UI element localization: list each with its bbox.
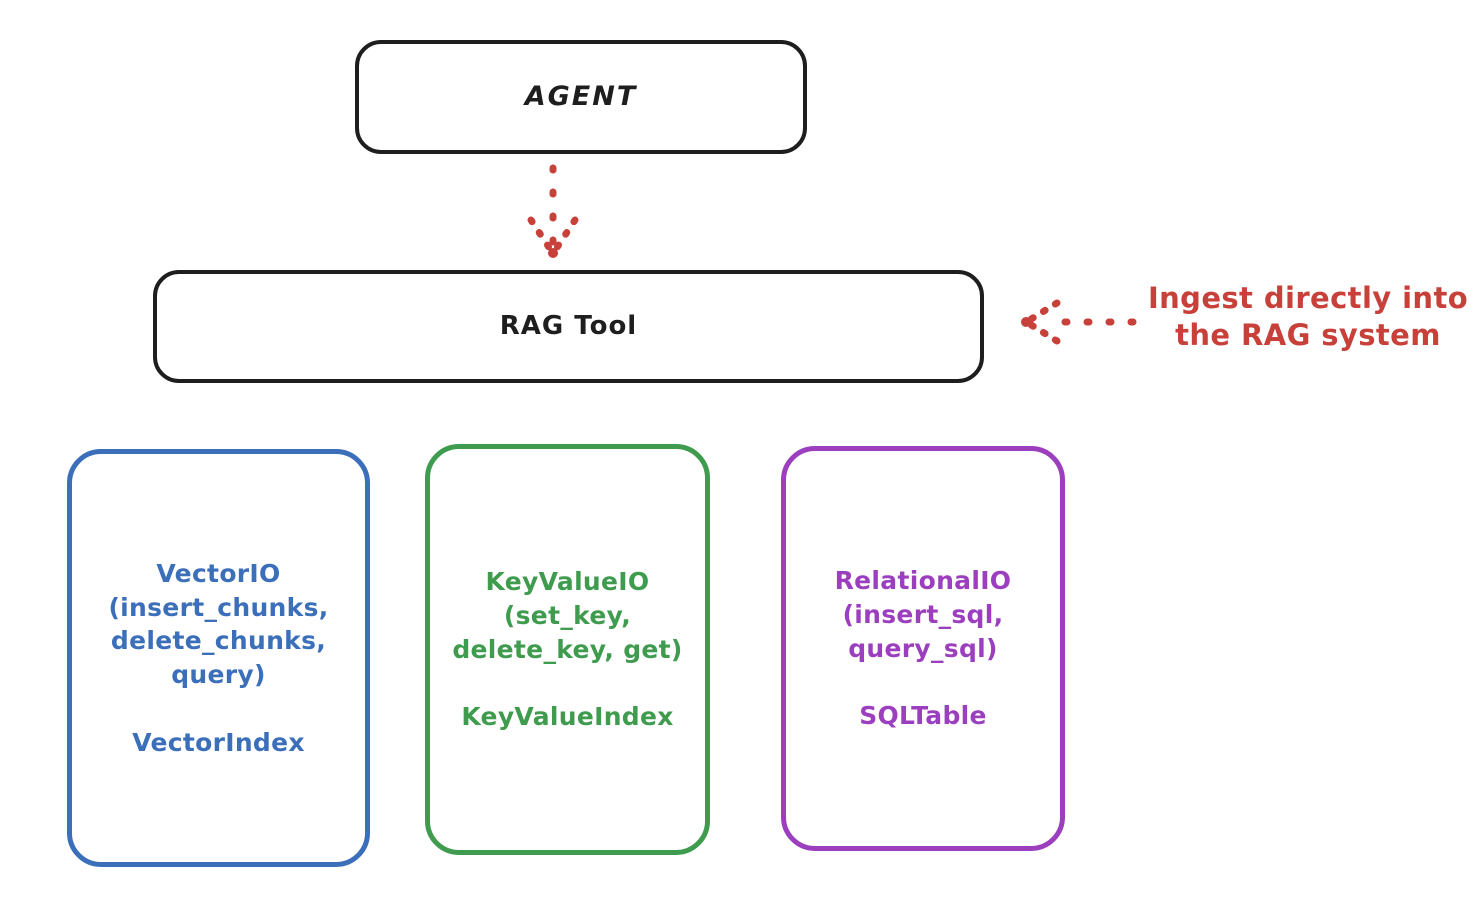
- edge-ingest-to-rag-tool: [1021, 299, 1137, 345]
- ingest-annotation-text: Ingest directly into the RAG system: [1147, 281, 1469, 352]
- key-value-io-box[interactable]: KeyValueIO (set_key, delete_key, get) Ke…: [425, 444, 710, 855]
- key-value-io-box-label: KeyValueIO (set_key, delete_key, get) Ke…: [452, 567, 683, 732]
- rag-tool-box[interactable]: RAG Tool: [153, 270, 984, 383]
- relational-io-box[interactable]: RelationalIO (insert_sql, query_sql) SQL…: [781, 446, 1065, 851]
- vector-io-box[interactable]: VectorIO (insert_chunks, delete_chunks, …: [67, 449, 370, 867]
- agent-box[interactable]: AGENT: [355, 40, 807, 154]
- edge-agent-to-rag-tool: [527, 164, 579, 258]
- vector-io-box-label: VectorIO (insert_chunks, delete_chunks, …: [108, 558, 329, 757]
- agent-box-label: AGENT: [524, 81, 638, 113]
- rag-tool-box-label: RAG Tool: [499, 310, 638, 341]
- relational-io-box-label: RelationalIO (insert_sql, query_sql) SQL…: [834, 566, 1012, 731]
